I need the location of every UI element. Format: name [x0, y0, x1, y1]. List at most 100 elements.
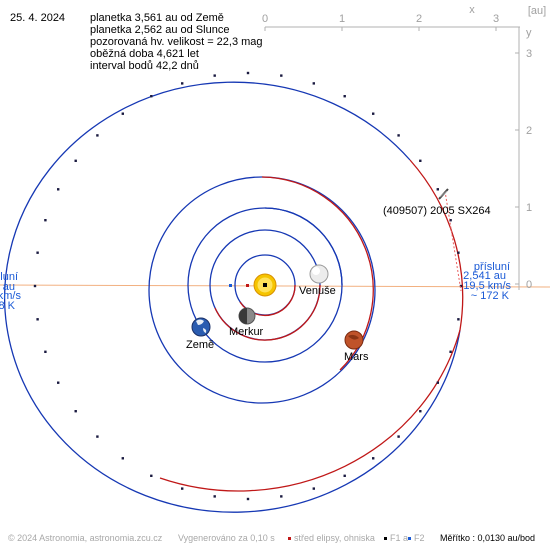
aphelion-temperature: 58 K: [0, 300, 16, 312]
asteroid-orbit-point: [74, 159, 77, 162]
y-tick-3: 3: [526, 48, 532, 60]
legend-f1-marker: [384, 537, 387, 540]
asteroid-orbit-blue: [4, 81, 461, 513]
axis-unit: [au]: [528, 5, 546, 17]
asteroid-orbit-point: [36, 318, 39, 321]
perihelion-distance: 2,541 au: [463, 270, 506, 282]
perihelion-temperature: ~ 172 K: [471, 290, 510, 302]
asteroid-orbit-point: [459, 284, 463, 288]
aphelion-title: ísluní: [0, 271, 18, 283]
mercury-label: Merkur: [229, 326, 264, 338]
asteroid-orbit-point: [181, 82, 184, 85]
perihelion-speed: 19,5 km/s: [463, 280, 511, 292]
asteroid-orbit-point: [372, 457, 375, 460]
asteroid-orbit-point: [57, 381, 60, 384]
asteroid-orbit-point: [419, 410, 422, 413]
asteroid-orbit-point: [96, 134, 99, 137]
venus: [309, 264, 329, 284]
venus-label: Venuše: [299, 285, 336, 297]
info-line-distance-sun: planetka 2,562 au od Slunce: [90, 24, 230, 36]
asteroid-orbit-point: [449, 219, 452, 222]
asteroid-orbit-point: [449, 350, 452, 353]
asteroid-orbit-point: [457, 318, 460, 321]
earth-orbit-north: [264, 207, 343, 286]
asteroid-orbit-point: [372, 112, 375, 115]
sun: [253, 273, 277, 297]
asteroid-label: (409507) 2005 SX264: [383, 205, 491, 217]
mars: [344, 330, 364, 350]
info-line-distance-earth: planetka 3,561 au od Země: [90, 12, 224, 24]
asteroid-orbit-point: [280, 74, 283, 77]
asteroid-orbit-point: [397, 435, 400, 438]
venus-orbit-south: [214, 284, 321, 341]
asteroid-orbit-point: [44, 350, 47, 353]
asteroid-orbit-point: [312, 82, 315, 85]
footer-legend-f2: F2: [414, 533, 425, 543]
ellipse-center-marker: [246, 284, 249, 287]
asteroid-orbit-point: [150, 95, 153, 98]
asteroid-orbit-point: [457, 251, 460, 254]
x-tick-1: 1: [339, 13, 345, 25]
y-tick-2: 2: [526, 125, 532, 137]
asteroid-orbit-point: [213, 495, 216, 498]
footer-copyright: © 2024 Astronomia, astronomia.zcu.cz: [8, 533, 163, 543]
asteroid-orbit-point: [96, 435, 99, 438]
info-line-interval: interval bodů 42,2 dnů: [90, 60, 199, 72]
footer-generated: Vygenerováno za 0,10 s: [178, 533, 275, 543]
x-tick-3: 3: [493, 13, 499, 25]
asteroid-orbit-point: [246, 71, 250, 75]
aphelion-distance: 3 au: [0, 281, 15, 293]
mars-label: Mars: [344, 351, 369, 363]
asteroid-orbit-point: [436, 381, 439, 384]
asteroid-orbit-point: [280, 495, 283, 498]
y-tick-0: 0: [526, 279, 532, 291]
asteroid-orbit-point: [246, 497, 250, 501]
asteroid-orbit-point: [121, 457, 124, 460]
y-axis-label: y: [526, 27, 532, 39]
asteroid-orbit-red-east: [409, 159, 464, 331]
asteroid-orbit-point: [44, 219, 47, 222]
asteroid-orbit-point: [150, 474, 153, 477]
asteroid-orbit-point: [312, 487, 315, 490]
x-tick-0: 0: [262, 13, 268, 25]
legend-f2-marker: [408, 537, 411, 540]
perihelion-title: přísluní: [474, 261, 510, 273]
asteroid-orbit-point: [213, 74, 216, 77]
earth-label: Země: [186, 339, 214, 351]
focus-f2-marker: [229, 284, 232, 287]
asteroid-orbit-point: [181, 487, 184, 490]
asteroid-orbit-point: [419, 159, 422, 162]
footer-legend-f1: F1 a: [390, 533, 409, 543]
asteroid-orbit-point: [121, 112, 124, 115]
footer-scale: Měřítko : 0,0130 au/bod: [440, 533, 536, 543]
asteroid-marker: [438, 188, 449, 200]
aphelion-note: ísluní 3 au km/s 58 K: [0, 271, 21, 312]
legend-center-marker: [288, 537, 291, 540]
asteroid-orbit-points: [33, 71, 463, 501]
x-tick-2: 2: [416, 13, 422, 25]
earth: [191, 317, 211, 337]
asteroid-orbit-point: [57, 188, 60, 191]
perihelion-note: přísluní 2,541 au 19,5 km/s ~ 172 K: [463, 261, 511, 302]
info-line-magnitude: pozorovaná hv. velikost = 22,3 mag: [90, 36, 263, 48]
footer-legend-center: střed elipsy, ohniska: [294, 533, 375, 543]
asteroid-orbit-point: [33, 284, 37, 288]
asteroid-orbit-point: [74, 410, 77, 413]
axes: 0 1 2 3 x [au] y 3 2 1 0: [262, 4, 546, 291]
asteroid-radius-line: [444, 190, 462, 292]
asteroid-orbit: [4, 81, 464, 513]
asteroid-orbit-point: [436, 188, 439, 191]
asteroid-orbit-point: [343, 95, 346, 98]
y-tick-1: 1: [526, 202, 532, 214]
mercury: [238, 307, 256, 325]
x-axis-label: x: [469, 4, 475, 16]
date-label: 25. 4. 2024: [10, 12, 66, 24]
info-line-period: oběžná doba 4,621 let: [90, 48, 199, 60]
asteroid-orbit-red-south: [159, 329, 461, 492]
asteroid-orbit-point: [397, 134, 400, 137]
asteroid-orbit-point: [36, 251, 39, 254]
aphelion-speed: km/s: [0, 290, 21, 302]
asteroid-orbit-point: [343, 474, 346, 477]
